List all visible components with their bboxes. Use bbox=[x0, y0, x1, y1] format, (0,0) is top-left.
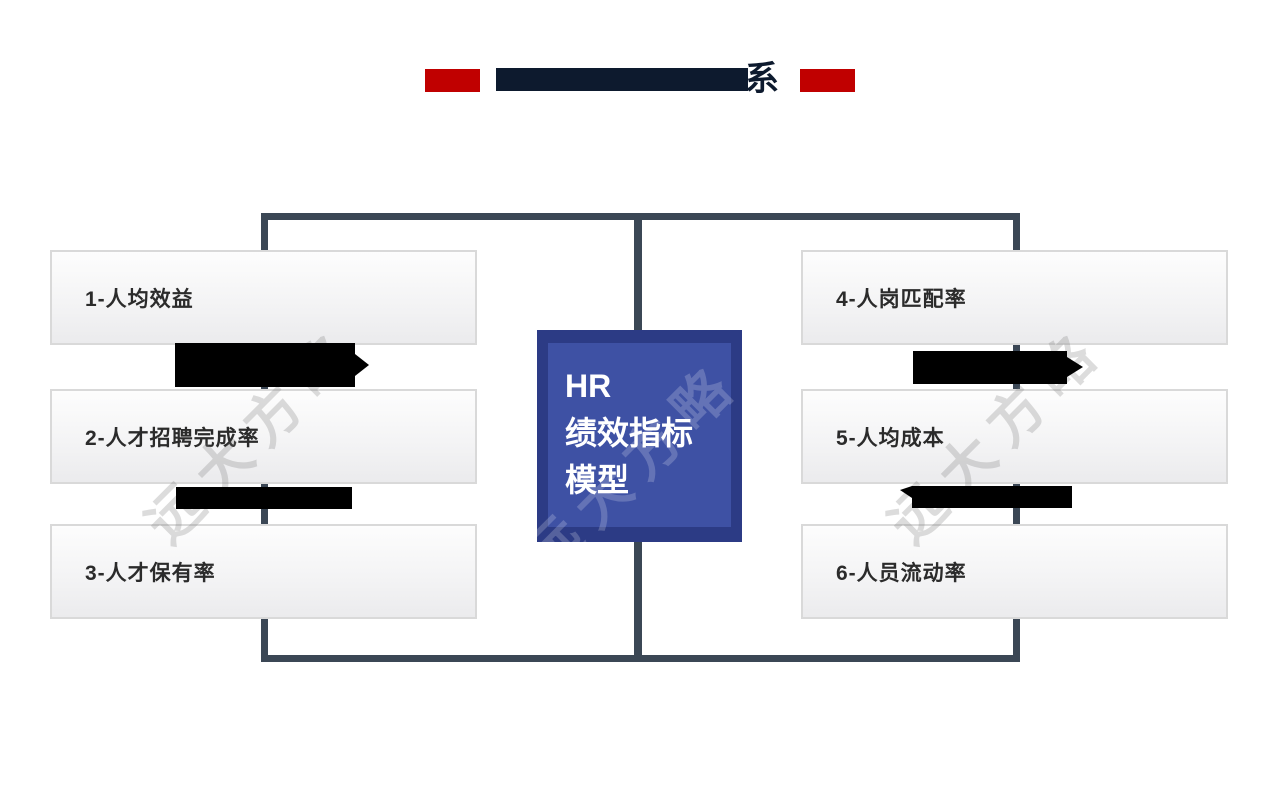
kpi-box-right-5: 5-人均成本 bbox=[801, 389, 1228, 484]
redacted-arrow-right-2 bbox=[900, 486, 1072, 508]
hr-model-box: 远大方略 HR 绩效指标 模型 bbox=[537, 330, 742, 542]
kpi-box-left-2: 2-人才招聘完成率 bbox=[50, 389, 477, 484]
title-text-suffix: 系 bbox=[745, 60, 779, 98]
kpi-label: 5-人均成本 bbox=[836, 426, 945, 450]
redacted-arrow-left-2 bbox=[176, 487, 352, 509]
kpi-label: 2-人才招聘完成率 bbox=[85, 426, 260, 450]
hr-model-box-inner: HR 绩效指标 模型 bbox=[548, 343, 731, 527]
hr-model-line-1: HR bbox=[565, 368, 612, 404]
kpi-label: 1-人均效益 bbox=[85, 287, 194, 311]
kpi-box-right-6: 6-人员流动率 bbox=[801, 524, 1228, 619]
kpi-box-right-4: 4-人岗匹配率 bbox=[801, 250, 1228, 345]
kpi-label: 3-人才保有率 bbox=[85, 561, 216, 585]
redacted-arrow-left-1 bbox=[175, 343, 369, 387]
hr-model-line-3: 模型 bbox=[565, 462, 630, 498]
title-accent-bar-right bbox=[800, 69, 855, 92]
kpi-box-left-3: 3-人才保有率 bbox=[50, 524, 477, 619]
kpi-box-left-1: 1-人均效益 bbox=[50, 250, 477, 345]
kpi-label: 4-人岗匹配率 bbox=[836, 287, 967, 311]
redacted-arrow-right-1 bbox=[913, 351, 1083, 384]
kpi-label: 6-人员流动率 bbox=[836, 561, 967, 585]
title-accent-bar-left bbox=[425, 69, 480, 92]
hr-model-line-2: 绩效指标 bbox=[565, 415, 694, 451]
title-redaction-bar bbox=[496, 68, 748, 91]
